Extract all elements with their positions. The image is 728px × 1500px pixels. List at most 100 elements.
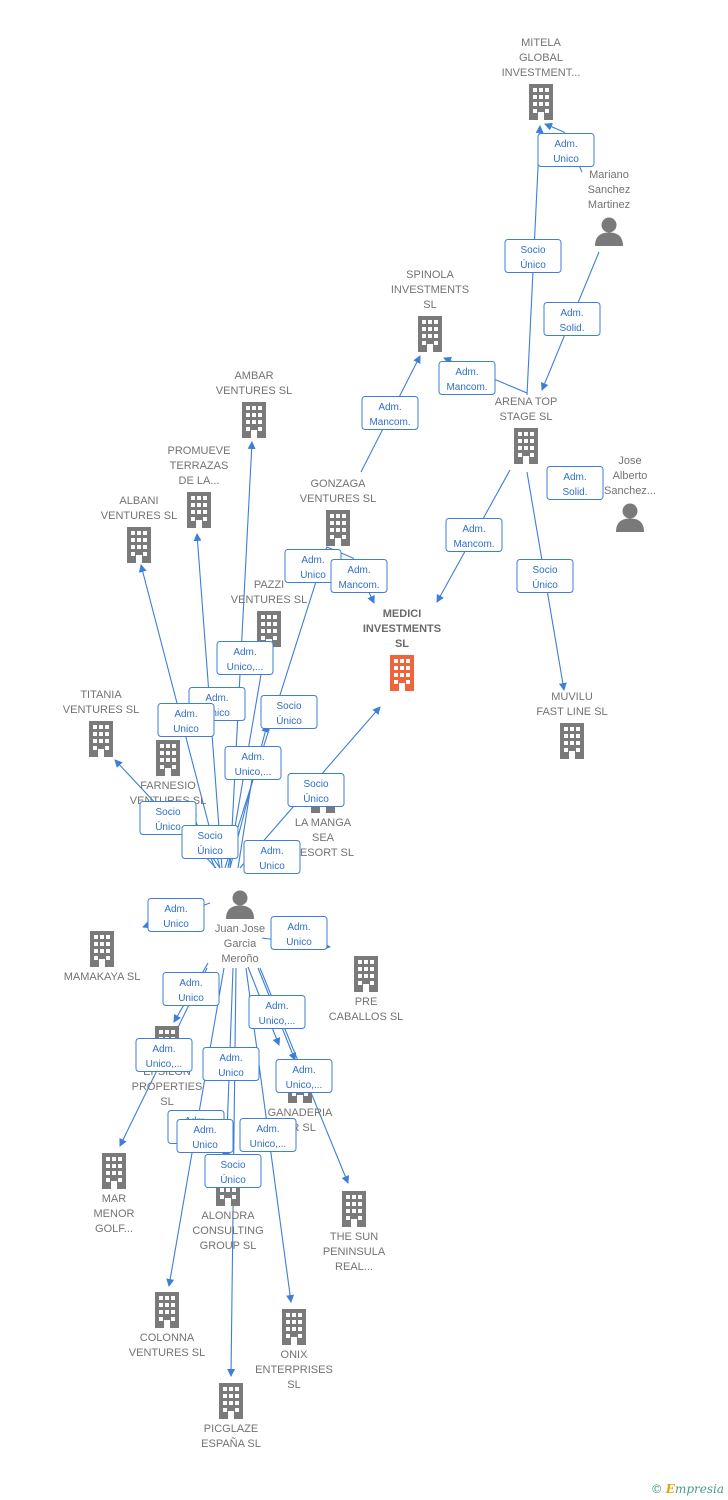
node-label: SL [287,1379,300,1391]
node-label: ONIX [281,1349,309,1361]
building-icon [89,721,113,757]
building-icon [127,527,151,563]
edge-label-e4[interactable]: Adm.Mancom. [361,396,419,430]
edge-label-e26[interactable]: Adm.Unico,... [275,1059,333,1093]
edge-label-e23[interactable]: Adm.Unico,... [248,995,306,1029]
node-label: VENTURES SL [300,493,376,505]
edge-label-e19[interactable]: Adm.Unico [243,840,301,874]
node-label: PENINSULA [323,1246,386,1258]
building-icon [155,1292,179,1328]
edge-label-text: Único [155,820,181,833]
edge-label-e7[interactable]: Adm. Mancom. [445,518,503,552]
node-label: FAST LINE SL [536,706,607,718]
edge-label-text: Adm. [287,922,310,933]
edge-label-e21[interactable]: Adm.Unico [270,916,328,950]
edge-label-e25[interactable]: Adm.Unico [202,1047,260,1081]
node-label: RESORT SL [292,847,354,859]
edge-label-e3[interactable]: Adm.Solid. [543,302,601,336]
edge-label-e24[interactable]: Adm.Unico,... [135,1038,193,1072]
edge-label-text: Adm. [301,555,324,566]
building-icon [219,1383,243,1419]
node-mitela[interactable]: MITELAGLOBALINVESTMENT... [502,37,581,120]
edge-label-text: Mancom. [453,539,494,550]
edge-label-text: Unico [163,919,189,930]
edge-label-text: Único [532,578,558,591]
building-icon [354,956,378,992]
node-label: Meroño [221,953,258,965]
edge-label-e5[interactable]: Adm.Mancom. [438,361,496,395]
edge-label-box [202,1047,260,1081]
edge-label-e28[interactable]: Adm.Unico [176,1119,234,1153]
edge-label-text: Socio [197,831,222,842]
node-marmenor[interactable]: MARMENORGOLF... [94,1153,135,1235]
node-label: MITELA [521,37,561,49]
node-mamakaya[interactable]: MAMAKAYA SL [64,931,141,983]
edge-label-e22[interactable]: Adm.Unico [162,972,220,1006]
edge-label-e11[interactable]: Adm.Unico,... [216,641,274,675]
edge-label-e15[interactable]: Adm.Unico,... [224,746,282,780]
building-icon [390,655,414,691]
node-jose[interactable]: JoseAlbertoSanchez... [604,455,656,532]
edge-label-text: Adm. [560,308,583,319]
node-label: AMBAR [234,370,273,382]
edge-labels-layer: Adm.UnicoSocioÚnicoAdm.Solid.Adm.Mancom.… [135,133,604,1188]
edge-label-box [135,1038,193,1072]
edge-label-text: Adm. [563,472,586,483]
edge-label-e1[interactable]: Adm.Unico [537,133,595,167]
building-icon [242,402,266,438]
edge-label-e10[interactable]: Adm.Mancom. [330,559,388,593]
edge-label-box [361,396,419,430]
node-label: GANADERIA [268,1107,333,1119]
edge-label-text: Adm. [462,524,485,535]
copyright-brand[interactable]: ©Empresia [651,1482,724,1496]
node-label: MEDICI [383,608,422,620]
edge-label-text: Socio [520,245,545,256]
edge-label-e9[interactable]: Adm. Unico [284,549,342,583]
node-label: TERRAZAS [170,460,229,472]
edge-label-e29[interactable]: Adm.Unico,... [239,1118,297,1152]
edge-label-text: Unico [300,570,326,581]
edge-label-text: Adm. [174,709,197,720]
node-label: VENTURES SL [63,704,139,716]
node-label: Martinez [588,199,630,211]
node-farnesio[interactable]: FARNESIOVENTURES SL [130,740,206,807]
edge-label-e6[interactable]: Adm.Solid. [546,466,604,500]
edge-label-box [270,916,328,950]
edge-label-box [504,239,562,273]
edge-label-box [204,1154,262,1188]
edge-label-text: Único [276,714,302,727]
edge-label-box [543,302,601,336]
edge-label-e13[interactable]: Adm.Unico [157,703,215,737]
node-label: ALONDRA [201,1210,255,1222]
edge-label-e20[interactable]: Adm.Unico [147,898,205,932]
node-thesun[interactable]: THE SUNPENINSULAREAL... [323,1191,386,1273]
node-label: INVESTMENT... [502,67,581,79]
edge-label-text: Unico,... [227,662,264,673]
edge-label-box [445,518,503,552]
